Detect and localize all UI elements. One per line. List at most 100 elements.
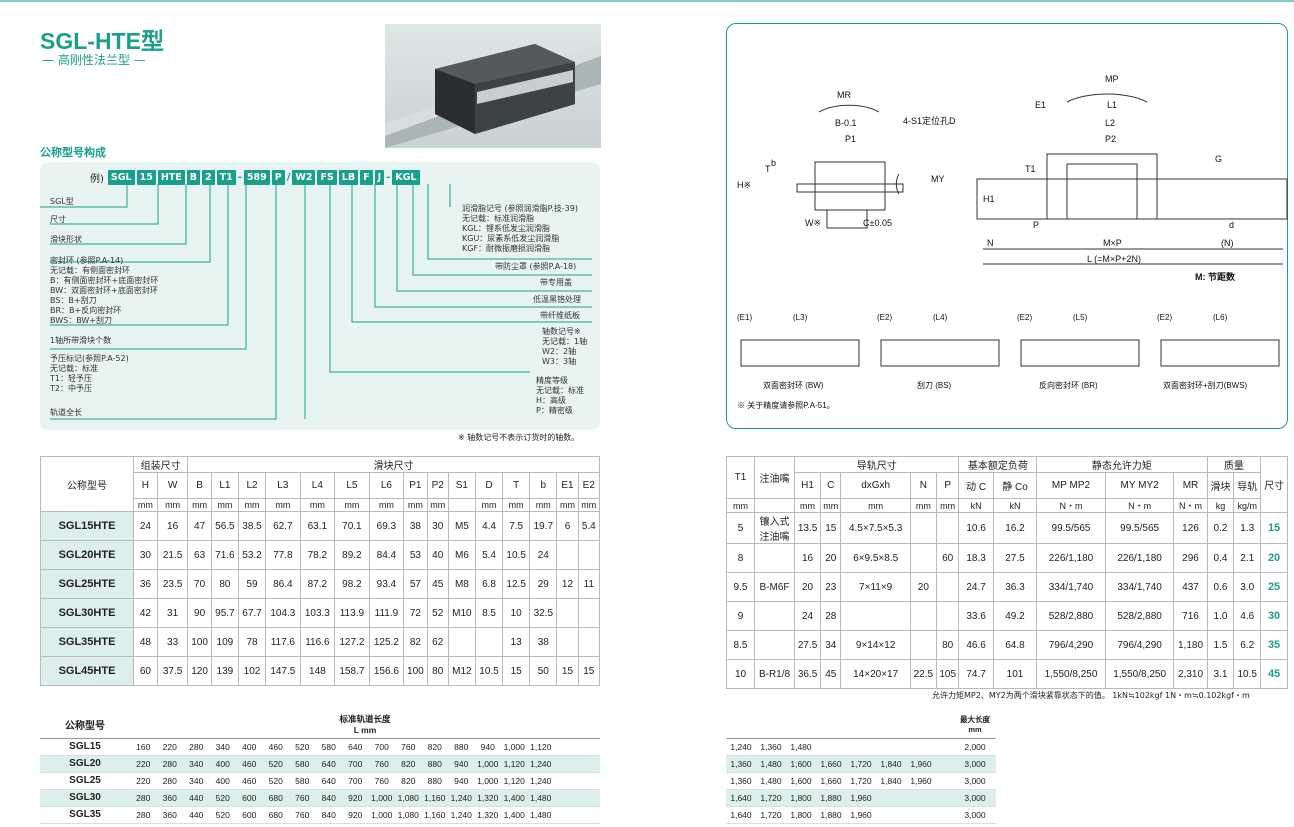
length-value: 840 (321, 809, 336, 820)
code-part: SGL (107, 170, 135, 185)
table-cell: mm (909, 498, 937, 513)
col-header: 注油嘴 (754, 456, 795, 499)
table-cell: SGL15HTE (40, 511, 134, 541)
table-cell: mm (156, 498, 189, 512)
table-cell: 226/1,180 (1036, 543, 1106, 573)
length-value: 220 (162, 741, 177, 752)
table-cell: 56.5 (210, 511, 239, 541)
table-cell: kN (958, 498, 994, 513)
table-cell: 82 (403, 627, 428, 657)
table-cell: 14×20×17 (840, 659, 911, 689)
dim-label: H※ (737, 180, 751, 190)
table-cell: 71.6 (210, 540, 239, 570)
table-cell: 7×11×9 (840, 572, 911, 602)
table-cell: 9 (726, 601, 755, 631)
length-value: 760 (374, 758, 389, 769)
table-cell: dxGxh (840, 472, 911, 499)
table-cell: 24 (133, 511, 158, 541)
table-cell: E2 (577, 472, 601, 499)
length-value: 340 (189, 775, 204, 786)
variant-name: 双面密封环+刮刀(BWS) (1163, 380, 1248, 390)
length-value: 1,480 (760, 758, 782, 769)
table-cell: 87.2 (299, 569, 336, 599)
length-value: 340 (215, 741, 230, 752)
table-cell: 25 (1260, 572, 1288, 602)
table-cell: 334/1,740 (1036, 572, 1106, 602)
table-cell: 156.6 (368, 656, 405, 686)
code-label: BW：双面密封环+底面密封环 (50, 286, 158, 295)
code-label: P：精密级 (536, 406, 573, 415)
length-value: 520 (268, 775, 283, 786)
table-cell: 9.5 (726, 572, 755, 602)
table-cell: 6 (556, 511, 579, 541)
length-value: 400 (215, 775, 230, 786)
table-cell: 13 (502, 627, 531, 657)
length-value: 1,000 (477, 775, 499, 786)
table-cell (447, 498, 476, 512)
table-cell: mm (299, 498, 336, 512)
code-label: BWS：BW+刮刀 (50, 316, 113, 325)
col-header: 滑块尺寸 (187, 456, 600, 473)
dim-label: b (771, 158, 776, 168)
table-cell: 20 (820, 543, 842, 573)
table-cell: 45 (1260, 659, 1288, 689)
table-cell: 147.5 (265, 656, 301, 686)
table-cell: B-R1/8 (754, 659, 795, 689)
table-cell: L6 (368, 472, 405, 499)
length-value: 880 (454, 741, 469, 752)
table-cell: 3.1 (1206, 659, 1235, 689)
length-value: 1,160 (424, 792, 446, 803)
table-cell (840, 601, 911, 631)
code-label-group: 精度等级 无记载：标准 H：高级 P：精密级 (536, 376, 584, 416)
precision-note: ※ 关于精度请参照P.A-51。 (737, 400, 835, 410)
table-cell: 1,180 (1173, 630, 1208, 660)
table-cell (556, 540, 579, 570)
table-cell: 126 (1173, 512, 1208, 544)
length-value: 760 (295, 792, 310, 803)
code-label: W2：2轴 (542, 347, 577, 356)
length-value: 1,240 (730, 741, 752, 752)
length-value: 280 (189, 741, 204, 752)
length-value: 280 (136, 809, 151, 820)
length-value: 940 (454, 758, 469, 769)
length-value: 1,160 (424, 809, 446, 820)
table-cell: 27.5 (793, 630, 822, 660)
variant-dim: (L4) (933, 313, 948, 322)
length-value: 280 (162, 775, 177, 786)
table-cell: D (474, 472, 504, 499)
table-cell: 1.5 (1206, 630, 1235, 660)
length-value: 1,960 (850, 792, 872, 803)
table-cell: 60 (935, 543, 960, 573)
table-cell: L2 (237, 472, 267, 499)
code-separator: - (386, 172, 391, 183)
table-cell: M10 (447, 598, 476, 628)
dim-label: B-0.1 (835, 118, 857, 128)
table-cell: 8.5 (726, 630, 755, 660)
code-label: 滑块形状 (50, 235, 82, 244)
code-label: 无记载：标准润滑脂 (462, 214, 534, 223)
length-value: 640 (321, 775, 336, 786)
guide-drawing: MR B-0.1 4-S1定位孔D P1 b H※ T W※ C±0.05 MY… (737, 74, 1288, 410)
length-value: 1,720 (760, 809, 782, 820)
length-value: 640 (321, 758, 336, 769)
table-cell: mm (334, 498, 370, 512)
length-value: 880 (427, 758, 442, 769)
table-cell: 30 (133, 540, 158, 570)
length-value: 1,400 (503, 792, 525, 803)
length-value: 700 (348, 775, 363, 786)
table-cell: MP MP2 (1036, 472, 1106, 499)
table-cell: L5 (334, 472, 370, 499)
length-value: 460 (242, 775, 257, 786)
table-cell (754, 601, 795, 631)
variant-dim: (E2) (877, 313, 892, 322)
